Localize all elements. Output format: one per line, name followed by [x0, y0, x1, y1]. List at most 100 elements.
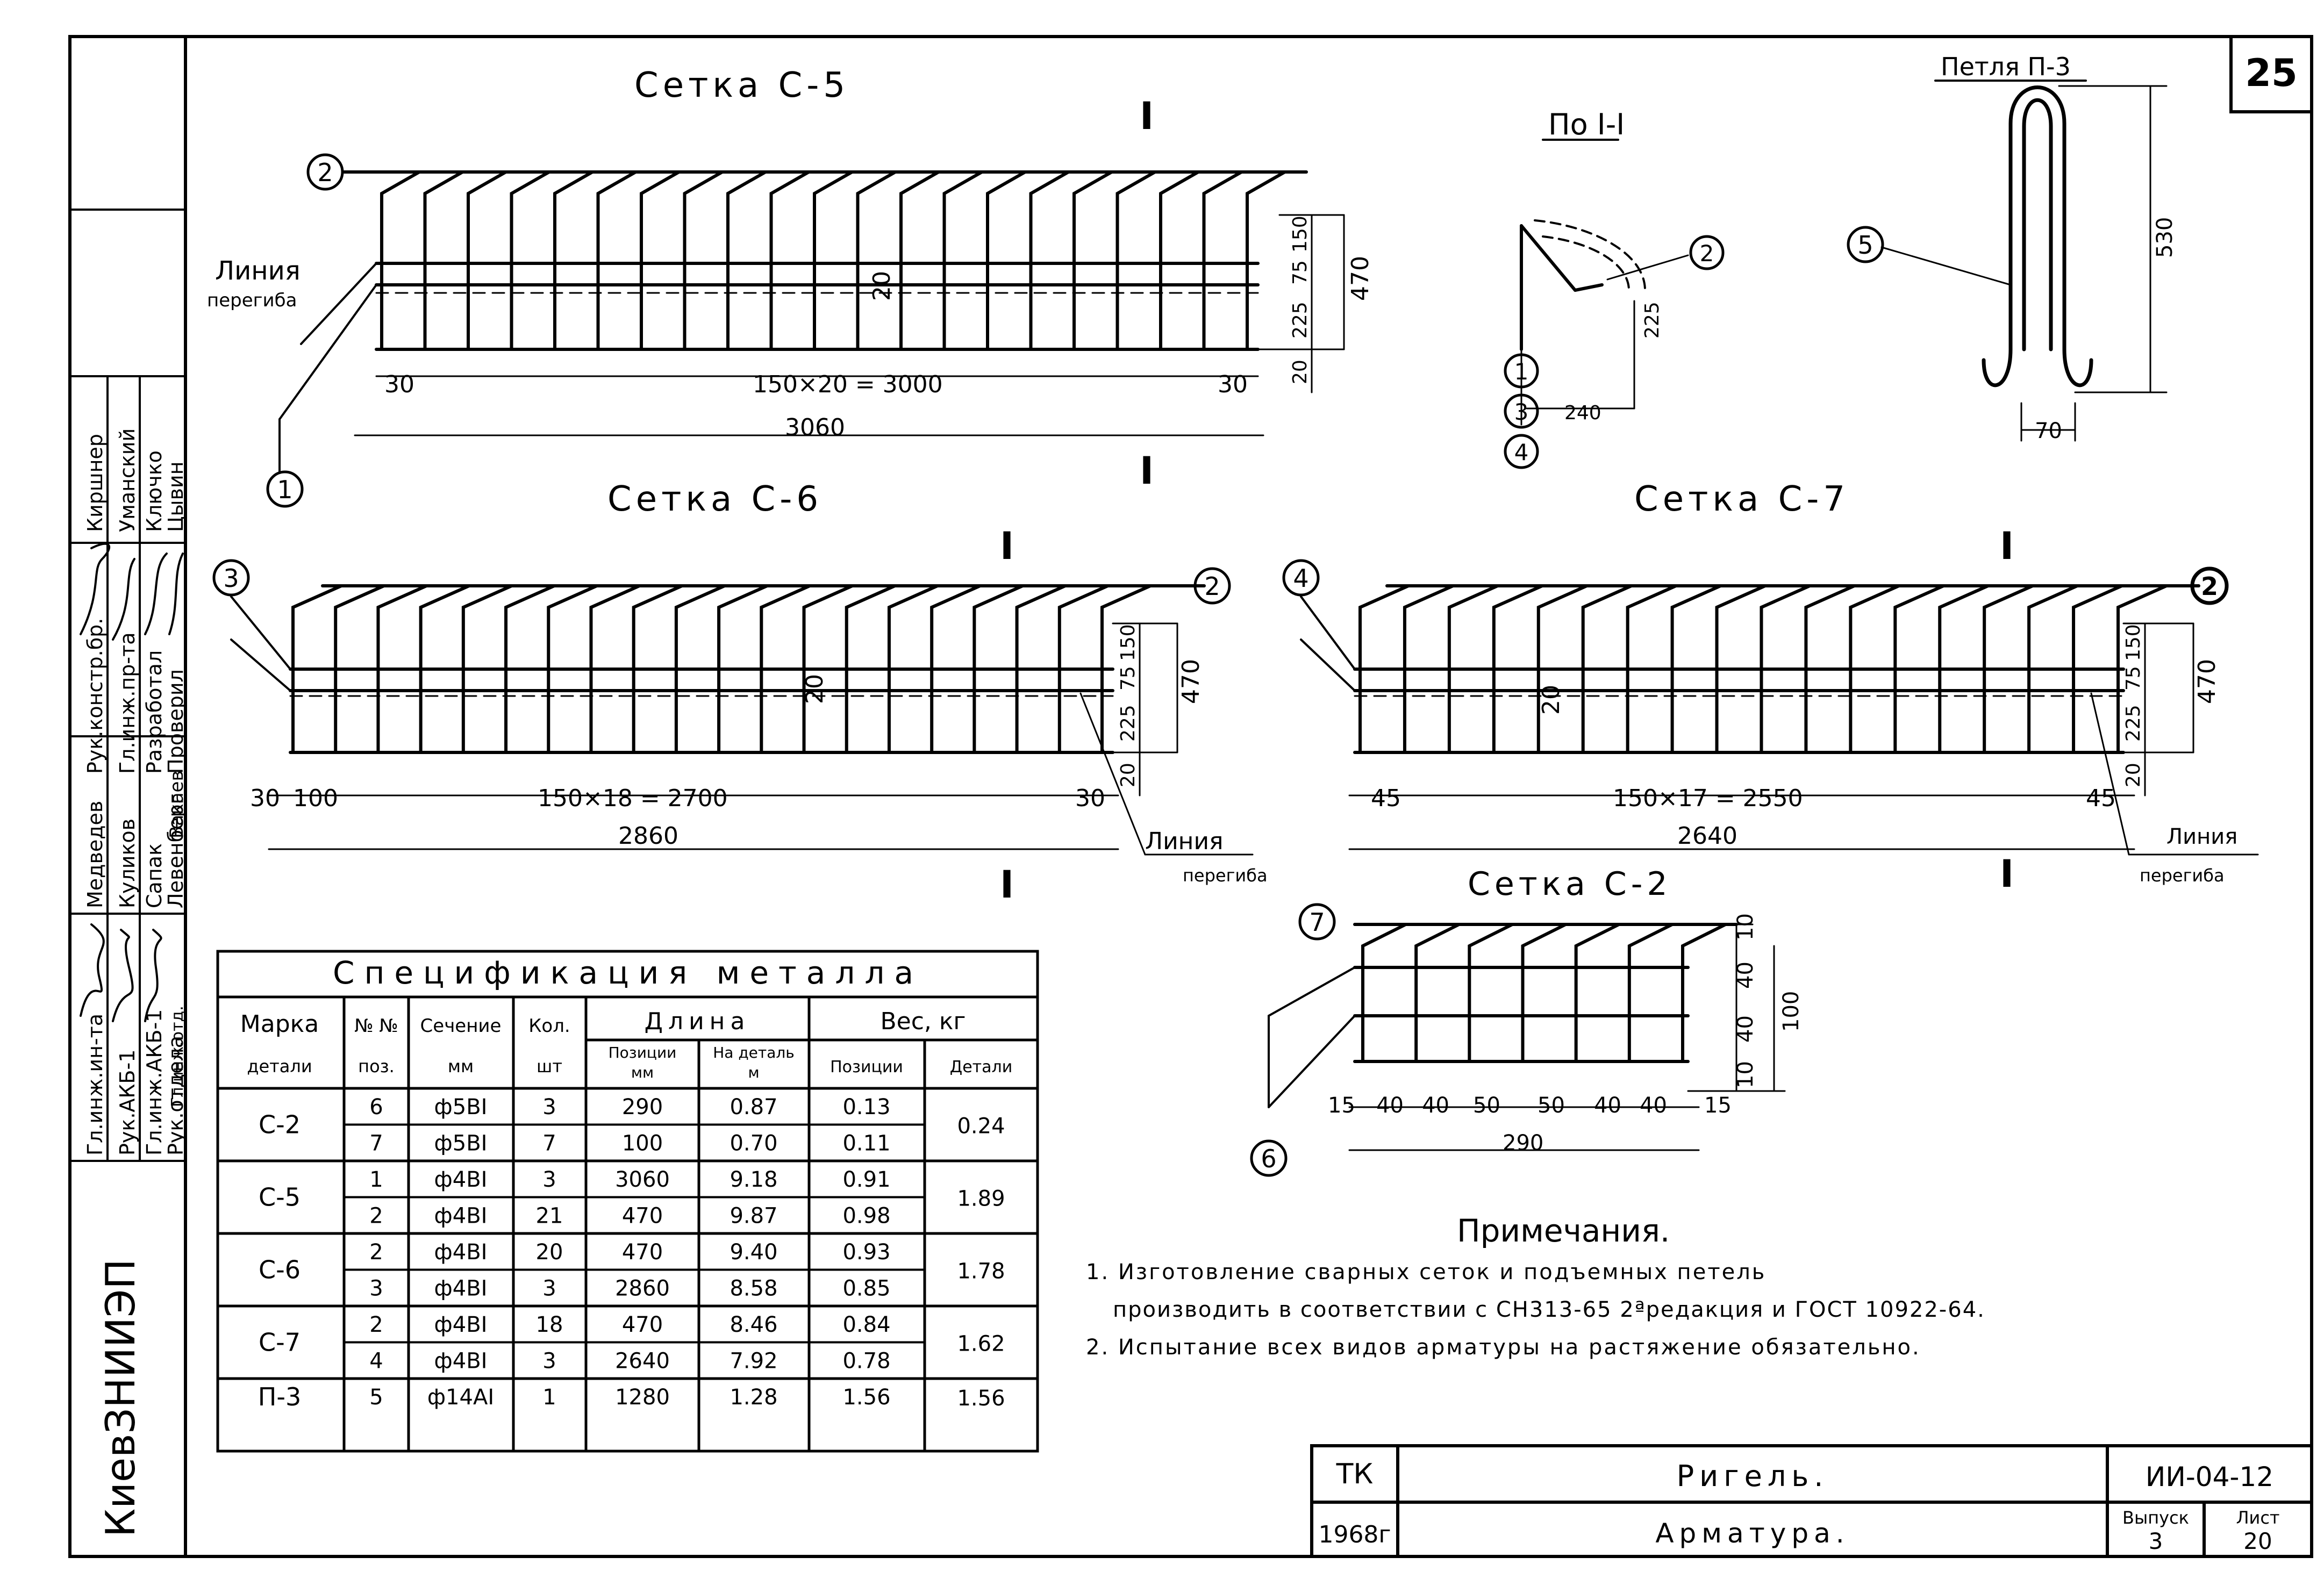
spec-cell-pos: 2 [369, 1203, 383, 1228]
spec-cell-qty: 1 [542, 1385, 556, 1410]
spec-cell-part-weight: 1.56 [957, 1386, 1005, 1411]
spec-header: детали [247, 1056, 312, 1077]
height-dim: 20 [1117, 763, 1139, 787]
height-dim: 20 [2122, 763, 2144, 787]
position-number: 2 [2201, 572, 2218, 601]
spec-cell-w-pos: 0.91 [842, 1167, 890, 1192]
mesh-rib [2072, 584, 2124, 754]
spec-header: На деталь [713, 1044, 795, 1061]
spec-cell-qty: 3 [542, 1167, 556, 1192]
position-number: 1 [277, 475, 292, 504]
mesh-rib [899, 170, 940, 351]
position-number: 1 [1514, 358, 1529, 385]
loop-title: Петля П-3 [1941, 52, 2071, 81]
spec-cell-w-pos: 0.13 [842, 1095, 890, 1120]
c2-spacing: 50 [1538, 1093, 1565, 1118]
mesh-rib [291, 584, 343, 754]
stamp-name: Киршнер [83, 434, 107, 532]
height-dim: 225 [1289, 302, 1311, 339]
length-dim: 3060 [785, 414, 845, 441]
mesh-rib [376, 584, 428, 754]
height-dim: 75 [2122, 666, 2144, 691]
spec-cell-len-part: 9.40 [730, 1240, 777, 1265]
mesh-rib [1029, 170, 1070, 351]
mesh-rib [1536, 584, 1589, 754]
section-mark: I [1140, 94, 1154, 138]
stamp-role: Гл.инж.пр-та [116, 633, 139, 774]
spec-cell-part-weight: 1.62 [957, 1332, 1005, 1357]
mesh-rib [1057, 584, 1110, 754]
spec-cell-len-pos: 470 [622, 1240, 663, 1265]
height-dim: 150 [1289, 216, 1311, 253]
mesh-rib [1804, 584, 1856, 754]
spec-cell-len-pos: 2860 [615, 1276, 670, 1301]
tb-year: 1968г [1318, 1521, 1391, 1548]
signature-scribbles [80, 542, 184, 1022]
mesh-rib [1627, 923, 1674, 1063]
mesh-rib [972, 584, 1025, 754]
tb-sheet: 20 [2243, 1528, 2272, 1554]
mesh-rib [1100, 584, 1152, 754]
spec-cell-len-part: 9.87 [730, 1203, 777, 1228]
mesh-rib [1670, 584, 1722, 754]
spec-header: поз. [358, 1056, 395, 1077]
mesh-rib [813, 170, 854, 351]
mesh-c5-dims [354, 214, 1345, 436]
end-dim: 30 [1075, 785, 1105, 812]
spec-header: Марка [240, 1010, 319, 1038]
c2-total-height: 100 [1779, 991, 1804, 1032]
spec-header: м [748, 1064, 759, 1081]
position-number: 5 [1857, 231, 1873, 260]
mesh-rib [1681, 923, 1727, 1063]
mesh-rib [1414, 923, 1461, 1063]
spec-cell-pos: 3 [369, 1276, 383, 1301]
stamp-role: Рук.констр.бр. [83, 618, 107, 774]
tb-issue: 3 [2149, 1528, 2163, 1554]
spec-header: № № [354, 1015, 398, 1037]
mesh-rib [1760, 584, 1812, 754]
spec-cell-len-pos: 290 [622, 1095, 663, 1120]
end-dim: 45 [2086, 785, 2116, 812]
gap-dim: 20 [1538, 685, 1565, 715]
title-block: ТК 1968г Ригель. Арматура. ИИ-04-12 Выпу… [1310, 1444, 2313, 1558]
mesh-rib [419, 584, 471, 754]
spec-cell-mark: С-6 [259, 1255, 301, 1285]
spec-cell-section: ф5ВI [434, 1131, 488, 1156]
mesh-c7-view: Сетка С-7 45 45 150×17 = 2550 2 [1282, 479, 2259, 886]
mesh-rib [2116, 584, 2168, 754]
mesh-rib [589, 584, 641, 754]
end-dim: 30 [1218, 371, 1248, 398]
mesh-rib [1893, 584, 1946, 754]
mesh-rib [1983, 584, 2035, 754]
tb-subject: Арматура. [1655, 1518, 1849, 1549]
gap-dim: 20 [801, 674, 828, 704]
spec-table: Спецификация металла Марка детали № № по… [216, 950, 1039, 1453]
height-dim: 225 [2122, 705, 2144, 742]
mesh-rib [760, 584, 812, 754]
height-dim: 75 [1117, 666, 1139, 691]
position-number: 2 [1204, 572, 1220, 601]
mesh-c7-title: Сетка С-7 [1634, 479, 1849, 519]
section-dim: 240 [1564, 402, 1601, 424]
bend-line-label: Линия [1145, 828, 1224, 855]
mesh-rib [674, 584, 726, 754]
tb-name: Ригель. [1677, 1459, 1829, 1493]
spec-cell-part-weight: 1.78 [957, 1259, 1005, 1284]
spec-header: Позиции [830, 1058, 903, 1077]
mesh-rib [510, 170, 551, 351]
loop-width-dim: 70 [2035, 419, 2062, 443]
spec-cell-qty: 3 [542, 1348, 556, 1373]
mesh-rib [1715, 584, 1767, 754]
total-height-dim: 470 [2193, 659, 2221, 704]
mesh-c5-bars [342, 170, 1308, 351]
mesh-rib [1521, 923, 1568, 1063]
mesh-rib [1938, 584, 1990, 754]
c2-height-dim: 10 [1733, 1061, 1758, 1088]
c2-spacing: 40 [1594, 1093, 1621, 1118]
spec-cell-len-part: 0.70 [730, 1131, 777, 1156]
tb-issue-label: Выпуск [2122, 1508, 2189, 1528]
spec-cell-w-pos: 0.93 [842, 1240, 890, 1265]
mesh-c5-view: Сетка С-5 Линия перегиба 30 30 1 [207, 66, 1374, 508]
spec-cell-len-pos: 2640 [615, 1348, 670, 1373]
section-1-1: По I-I 225 240 2 1 3 4 [1504, 107, 1725, 469]
